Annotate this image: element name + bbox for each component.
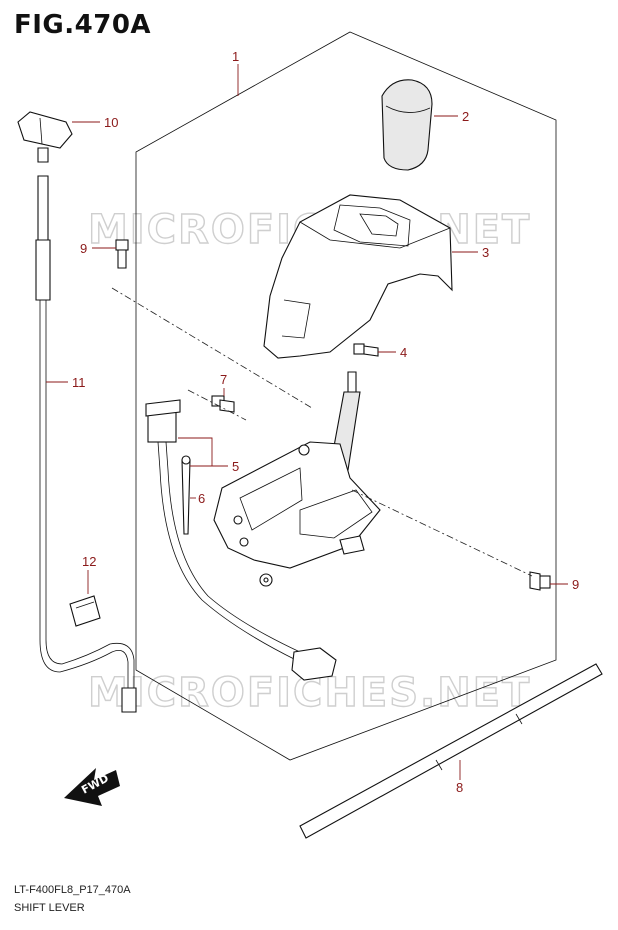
callout-7[interactable]: 7	[220, 372, 227, 387]
callout-10[interactable]: 10	[104, 115, 118, 130]
cable-tie-part[interactable]	[181, 455, 191, 535]
shift-lever-part[interactable]	[213, 371, 381, 587]
callout-5[interactable]: 5	[232, 459, 239, 474]
shift-rod-part[interactable]	[299, 663, 603, 839]
leader-5	[178, 437, 228, 467]
alignment-line-switch	[187, 389, 247, 421]
figure-code: LT-F400FL8_P17_470A	[14, 884, 131, 896]
callout-12[interactable]: 12	[82, 554, 96, 569]
switch-assembly-part[interactable]	[145, 399, 337, 681]
alignment-line-left	[111, 287, 313, 409]
figure-title: FIG.470A	[14, 10, 152, 40]
assembly-boundary	[135, 31, 557, 761]
cover-bolt-part[interactable]	[353, 343, 379, 357]
callout-1[interactable]: 1	[232, 49, 239, 64]
callout-3[interactable]: 3	[482, 245, 489, 260]
switch-bolt-part[interactable]	[211, 395, 235, 413]
callout-9-left[interactable]: 9	[80, 241, 87, 256]
callout-6[interactable]: 6	[198, 491, 205, 506]
shift-cable-part[interactable]	[35, 175, 137, 713]
cable-end-clamp-part[interactable]	[17, 111, 73, 163]
knob-part[interactable]	[381, 79, 433, 171]
callout-8[interactable]: 8	[456, 780, 463, 795]
fwd-arrow-icon: FWD	[64, 768, 120, 806]
callout-4[interactable]: 4	[400, 345, 407, 360]
bracket-bolt-left-part[interactable]	[115, 239, 129, 269]
callout-9-right[interactable]: 9	[572, 577, 579, 592]
bracket-bolt-right-part[interactable]	[529, 571, 551, 591]
alignment-line-right	[351, 489, 533, 577]
cable-clip-part[interactable]	[69, 595, 101, 627]
callout-2[interactable]: 2	[462, 109, 469, 124]
figure-name: SHIFT LEVER	[14, 902, 85, 914]
callout-11[interactable]: 11	[72, 375, 86, 390]
lever-cover-part[interactable]	[263, 194, 453, 359]
